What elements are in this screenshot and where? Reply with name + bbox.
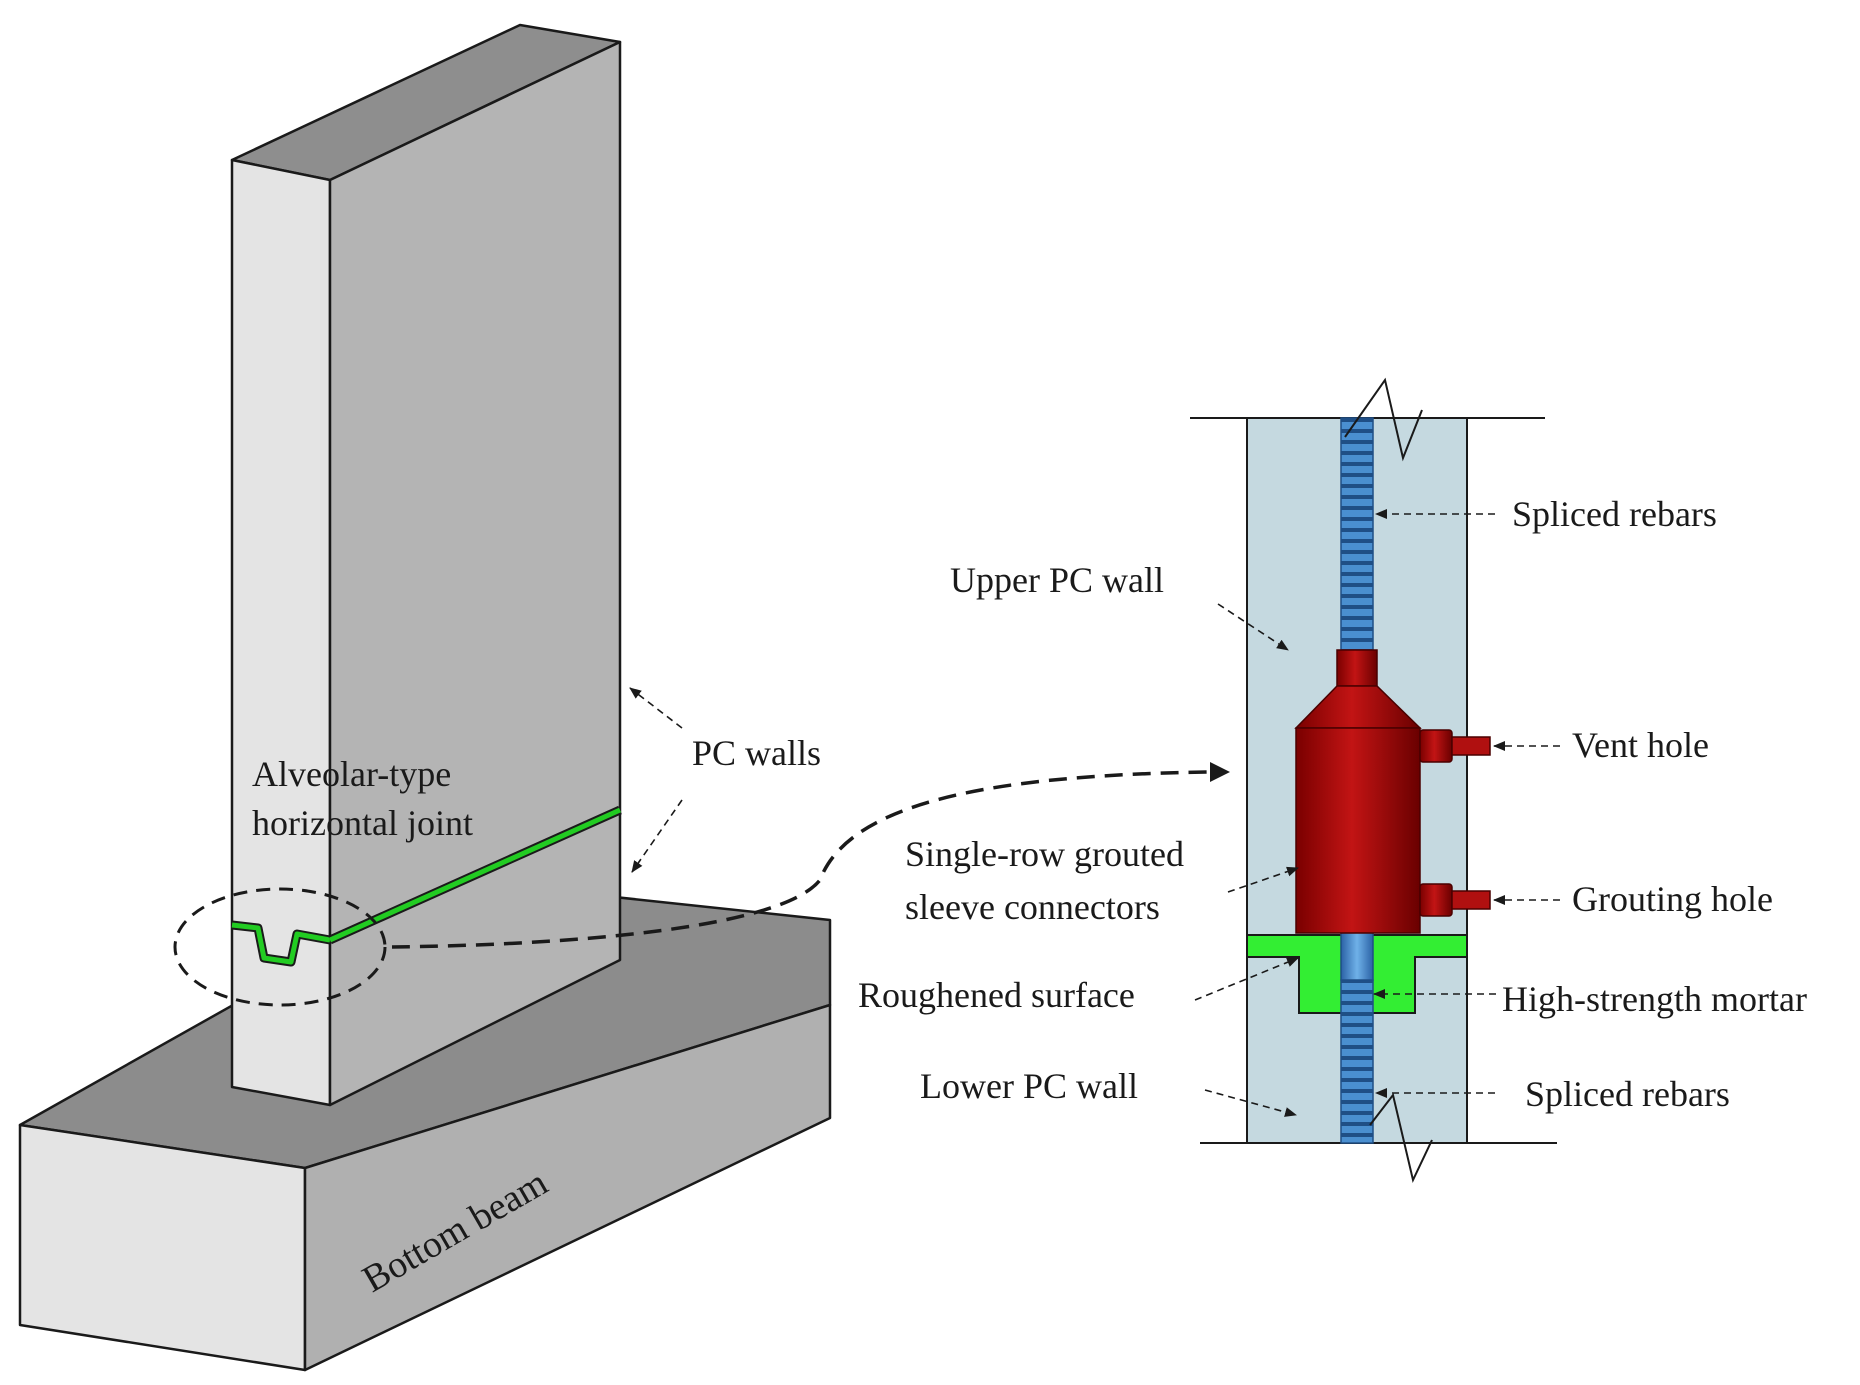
bottom-beam-side-face	[303, 1003, 832, 1372]
lower-pc-wall-label: Lower PC wall	[920, 1066, 1138, 1106]
pc-wall-side-face	[328, 40, 622, 1107]
detail-section	[1190, 377, 1557, 1184]
pc-wall	[230, 23, 622, 1107]
joint-highlight-ellipse	[173, 887, 387, 1007]
vent-hole-pipe	[1419, 729, 1453, 763]
sleeve-leader	[1227, 866, 1299, 893]
spliced-rebars-bottom-label: Spliced rebars	[1525, 1074, 1730, 1114]
roughened-surface-leader	[1194, 957, 1299, 1001]
detail-connector-arrow	[391, 770, 1211, 949]
grouted-sleeve-connector	[1294, 649, 1491, 934]
grouting-hole-label: Grouting hole	[1572, 879, 1773, 919]
pc-walls-leader-down	[631, 799, 683, 873]
pc-walls-leader-up	[629, 687, 683, 729]
sleeve-label-line2: sleeve connectors	[905, 887, 1160, 927]
lower-pc-wall-leader	[1204, 1089, 1297, 1117]
bottom-break-symbol	[1369, 1092, 1433, 1184]
lower-rebar	[1340, 979, 1374, 1144]
grouting-hole-pipe	[1419, 883, 1453, 917]
alveolar-joint	[231, 805, 622, 967]
bottom-beam-front-face	[18, 1123, 307, 1372]
spliced-rebars-top-label: Spliced rebars	[1512, 494, 1717, 534]
top-break-symbol	[1344, 377, 1423, 462]
pc-walls-label: PC walls	[692, 733, 821, 773]
roughened-surface-label: Roughened surface	[858, 975, 1135, 1015]
upper-rebar	[1340, 417, 1374, 651]
vent-hole-label: Vent hole	[1572, 725, 1709, 765]
high-strength-mortar-label: High-strength mortar	[1502, 979, 1807, 1019]
alveolar-label-line2: horizontal joint	[252, 803, 473, 843]
sleeve-label-line1: Single-row grouted	[905, 834, 1184, 874]
alveolar-label-line1: Alveolar-type	[252, 754, 451, 794]
upper-pc-wall-label: Upper PC wall	[950, 560, 1164, 600]
upper-pc-wall-leader	[1217, 603, 1289, 651]
